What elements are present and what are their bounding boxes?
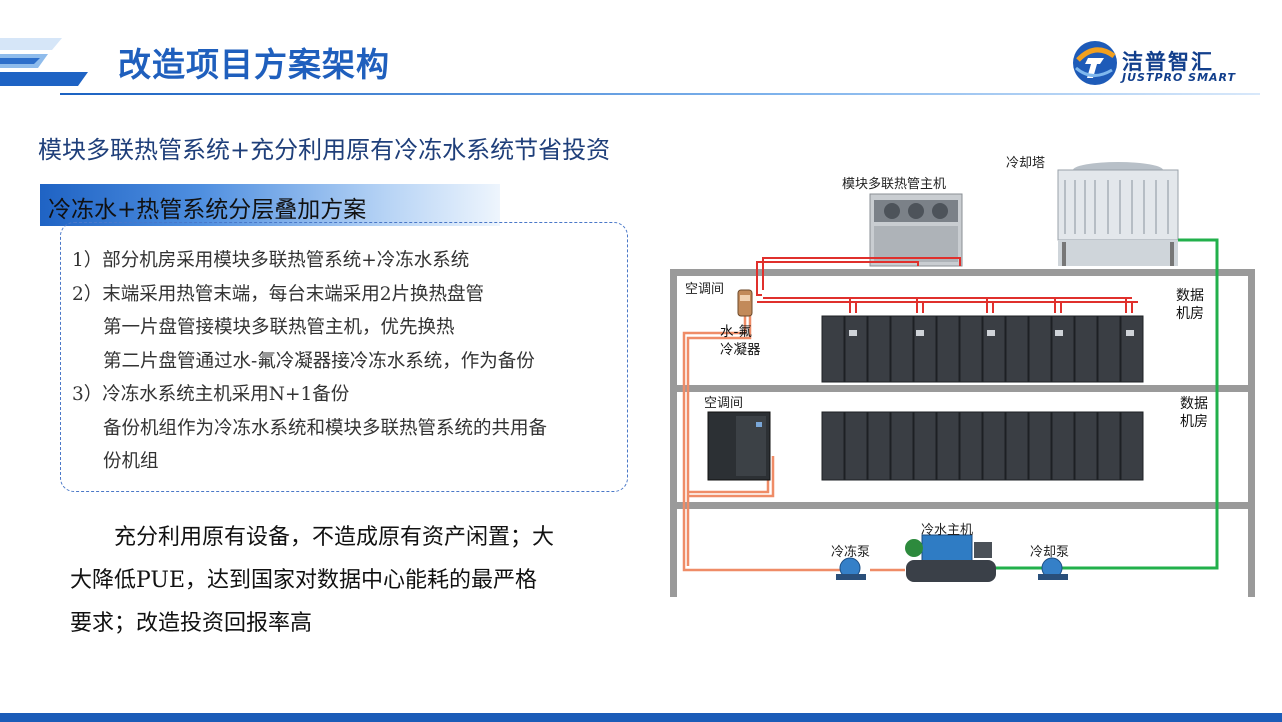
brand-name-cn: 洁普智汇 (1122, 50, 1214, 74)
heat-pipe-lines (756, 257, 1138, 313)
building-frame (670, 269, 1255, 597)
condenser-label: 水-氟 冷凝器 (720, 324, 761, 358)
conclusion-line: 要求；改造投资回报率高 (70, 611, 313, 636)
slide-subtitle: 模块多联热管系统+充分利用原有冷冻水系统节省投资 (38, 136, 611, 164)
conclusion-text: 充分利用原有设备，不造成原有资产闲置；大 大降低PUE，达到国家对数据中心能耗的… (70, 516, 625, 645)
cooling-water-lines (995, 238, 1219, 570)
list-item: 2）末端采用热管末端，每台末端采用2片换热盘管 (72, 283, 485, 305)
cooling-tower-unit (1057, 162, 1179, 266)
data-room-label: 数据 机房 (1176, 288, 1204, 322)
ac-room-label: 空调间 (685, 282, 725, 297)
heat-pipe-host-unit (869, 193, 963, 267)
list-item: 1）部分机房采用模块多联热管系统+冷冻水系统 (72, 250, 470, 271)
conclusion-line: 大降低PUE，达到国家对数据中心能耗的最严格 (70, 568, 538, 593)
scheme-list: 1）部分机房采用模块多联热管系统+冷冻水系统 2）末端采用热管末端，每台末端采用… (72, 244, 622, 479)
chilled-water-pump (836, 557, 866, 580)
floor1-cabinets (821, 315, 1144, 383)
data-room-label: 数据 机房 (1180, 396, 1208, 430)
chiller-unit (905, 534, 996, 582)
page-title: 改造项目方案架构 (118, 45, 390, 84)
list-item: 第二片盘管通过水-氟冷凝器接冷冻水系统，作为备份 (103, 350, 535, 372)
heat-pipe-host-label: 模块多联热管主机 (842, 177, 947, 192)
list-item: 第一片盘管接模块多联热管主机，优先换热 (103, 317, 455, 338)
cooling-water-pump (1038, 557, 1068, 580)
list-item: 份机组 (103, 451, 159, 472)
brand-logo-icon (1073, 41, 1117, 85)
cooling-pump-label: 冷却泵 (1030, 545, 1070, 560)
section-label: 冷冻水+热管系统分层叠加方案 (40, 184, 500, 226)
ac-room-label: 空调间 (704, 396, 744, 411)
water-fluorine-condenser (737, 289, 753, 317)
section-box (60, 222, 628, 492)
floor2-cabinets (821, 411, 1144, 481)
list-item: 3）冷冻水系统主机采用N+1备份 (72, 384, 350, 405)
precision-ac-unit (707, 411, 771, 481)
list-item: 备份机组作为冷冻水系统和模块多联热管系统的共用备 (103, 417, 548, 439)
footer-bar (0, 713, 1282, 722)
header-divider (60, 93, 1260, 95)
cooling-tower-label: 冷却塔 (1006, 156, 1046, 171)
header-decoration (0, 38, 88, 86)
heat-pipe-terminals (849, 330, 1134, 336)
conclusion-line: 充分利用原有设备，不造成原有资产闲置；大 (114, 525, 555, 550)
chiller-label: 冷水主机 (921, 523, 974, 538)
brand-name-en: JUSTPRO SMART (1122, 71, 1237, 84)
chilled-pump-label: 冷冻泵 (831, 545, 871, 560)
system-diagram (670, 162, 1255, 597)
